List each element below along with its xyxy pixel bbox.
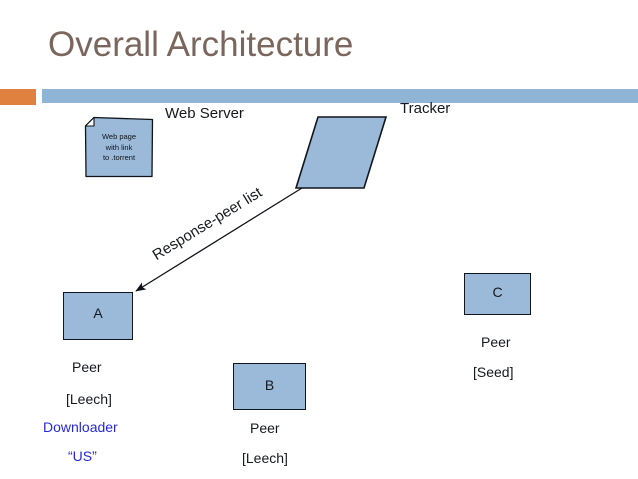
document-text-block: Web page with link to .torrent (84, 132, 154, 164)
document-text-line-1: Web page (101, 132, 137, 141)
node-a-downloader-label: Downloader (43, 419, 118, 435)
node-a-role-label: Peer (72, 359, 102, 375)
webpage-document-shape: Web page with link to .torrent (84, 116, 154, 178)
node-a-label: A (93, 305, 103, 321)
node-a-us-label: “US” (68, 448, 97, 464)
accent-bar-blue (42, 89, 638, 103)
node-c-label: C (492, 284, 503, 300)
node-a-box[interactable]: A (63, 292, 133, 340)
tracker-label: Tracker (400, 100, 451, 117)
accent-bar-orange (0, 89, 36, 105)
tracker-shape (292, 114, 390, 192)
node-c-box[interactable]: C (464, 273, 531, 315)
page-title: Overall Architecture (48, 25, 354, 64)
node-b-box[interactable]: B (233, 363, 306, 410)
node-c-role-label: Peer (481, 334, 511, 350)
document-icon (84, 116, 154, 178)
web-server-label: Web Server (165, 105, 244, 122)
parallelogram-icon (294, 116, 388, 189)
node-b-label: B (264, 376, 275, 393)
node-a-state-label: [Leech] (66, 391, 112, 407)
document-text-line-3: to .torrent (102, 153, 136, 162)
document-text-line-2: with link (105, 142, 133, 152)
response-peer-list-label: Response-peer list (149, 184, 266, 264)
node-c-state-label: [Seed] (473, 364, 514, 380)
node-b-role-label: Peer (250, 420, 280, 436)
response-arrow (135, 187, 303, 292)
node-b-state-label: [Leech] (242, 450, 288, 466)
